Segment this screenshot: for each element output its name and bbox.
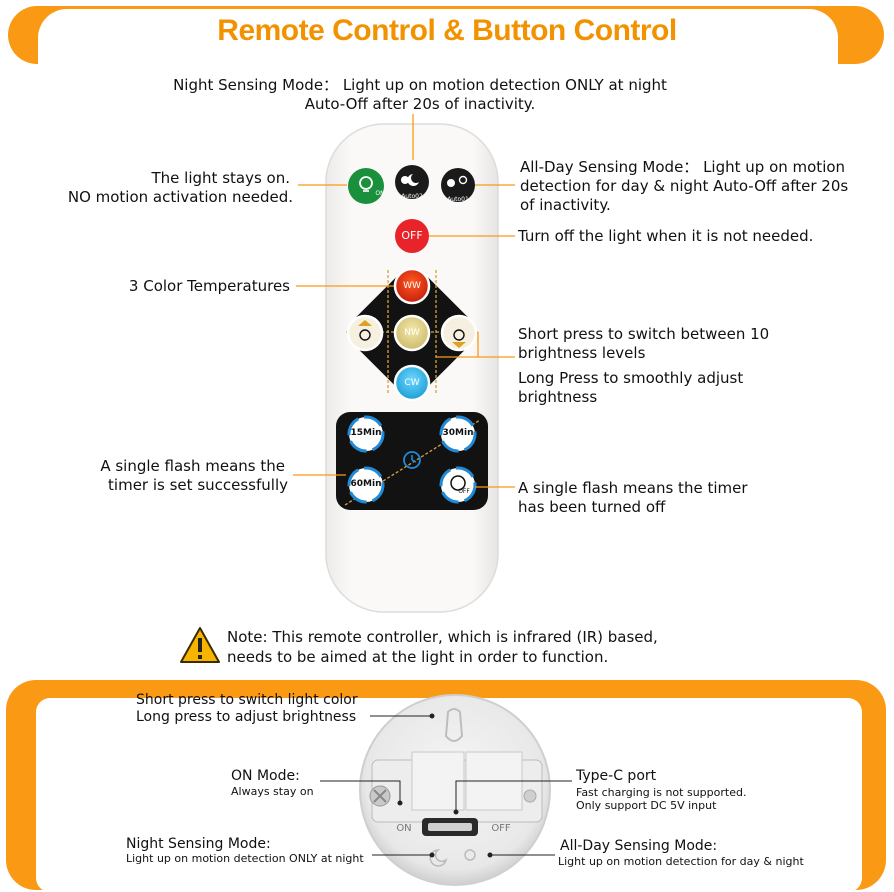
button-auto02 xyxy=(395,165,429,199)
page-title: Remote Control & Button Control xyxy=(217,14,677,47)
flash-off-callout-line2: has been turned off xyxy=(518,498,666,516)
long-press-callout-line2: brightness xyxy=(518,388,598,406)
color-temps-callout: 3 Color Temperatures xyxy=(128,277,290,295)
allday-callout-line2: detection for day & night Auto-Off after… xyxy=(520,177,849,195)
button-on xyxy=(348,168,384,204)
note-line2: needs to be aimed at the light in order … xyxy=(227,648,609,666)
stays-on-callout-line2: NO motion activation needed. xyxy=(67,188,293,206)
on-mode-desc: Always stay on xyxy=(231,785,314,798)
cw-button-label[interactable]: CW xyxy=(404,378,420,388)
night-mode-title: Night Sensing Mode: xyxy=(126,836,271,852)
timer-pad xyxy=(336,412,488,510)
device-off-label: OFF xyxy=(491,823,511,834)
allday-mode-desc: Light up on motion detection for day & n… xyxy=(558,855,804,868)
press-callout-line2: Long press to adjust brightness xyxy=(136,709,357,725)
stays-on-callout-line1: The light stays on. xyxy=(151,169,290,187)
auto02-button-label[interactable]: Auto02 xyxy=(401,193,423,200)
flash-off-callout-line1: A single flash means the timer xyxy=(518,479,748,497)
typec-desc-line1: Fast charging is not supported. xyxy=(576,786,747,799)
device-on-label: ON xyxy=(396,823,412,834)
press-callout-line1: Short press to switch light color xyxy=(136,692,358,708)
button-auto01 xyxy=(441,168,475,202)
device-leader-lines xyxy=(320,713,572,858)
typec-desc-line2: Only support DC 5V input xyxy=(576,799,717,812)
remote-leader-lines xyxy=(293,114,515,488)
auto01-button-label[interactable]: Auto01 xyxy=(447,196,469,203)
header-banner-inner xyxy=(38,9,838,67)
button-off xyxy=(395,219,429,253)
allday-callout-line3: of inactivity. xyxy=(520,196,611,214)
timer-15-button-label[interactable]: 15Min xyxy=(350,428,382,438)
color-pad xyxy=(346,267,478,402)
device-disc xyxy=(359,694,551,886)
long-press-callout-line1: Long Press to smoothly adjust xyxy=(518,369,744,387)
short-press-callout-line2: brightness levels xyxy=(518,344,646,362)
flash-set-callout-line2: timer is set successfully xyxy=(108,476,288,494)
short-press-callout-line1: Short press to switch between 10 xyxy=(518,325,770,343)
on-mode-title: ON Mode: xyxy=(231,768,300,784)
warning-icon xyxy=(180,627,220,663)
timer-30-button-label[interactable]: 30Min xyxy=(442,428,474,438)
off-callout: Turn off the light when it is not needed… xyxy=(518,227,814,245)
allday-mode-title: All-Day Sensing Mode: xyxy=(560,838,718,854)
nw-button-label[interactable]: NW xyxy=(404,328,420,338)
timer-60-button-label[interactable]: 60Min xyxy=(350,479,382,489)
timer-off-button-label[interactable]: OFF xyxy=(458,488,470,495)
allday-callout-line1: All-Day Sensing Mode： Light up on motion xyxy=(520,158,846,176)
note-line1: Note: This remote controller, which is i… xyxy=(227,628,658,646)
on-button-label[interactable]: ON xyxy=(375,190,385,197)
off-button-label[interactable]: OFF xyxy=(401,229,423,242)
typec-title: Type-C port xyxy=(576,768,657,784)
ww-button-label[interactable]: WW xyxy=(403,281,421,291)
night-mode-callout-line1: Night Sensing Mode： Light up on motion d… xyxy=(173,76,667,94)
night-mode-desc: Light up on motion detection ONLY at nig… xyxy=(126,852,364,865)
flash-set-callout-line1: A single flash means the xyxy=(100,457,285,475)
night-mode-callout-line2: Auto-Off after 20s of inactivity. xyxy=(304,95,536,113)
